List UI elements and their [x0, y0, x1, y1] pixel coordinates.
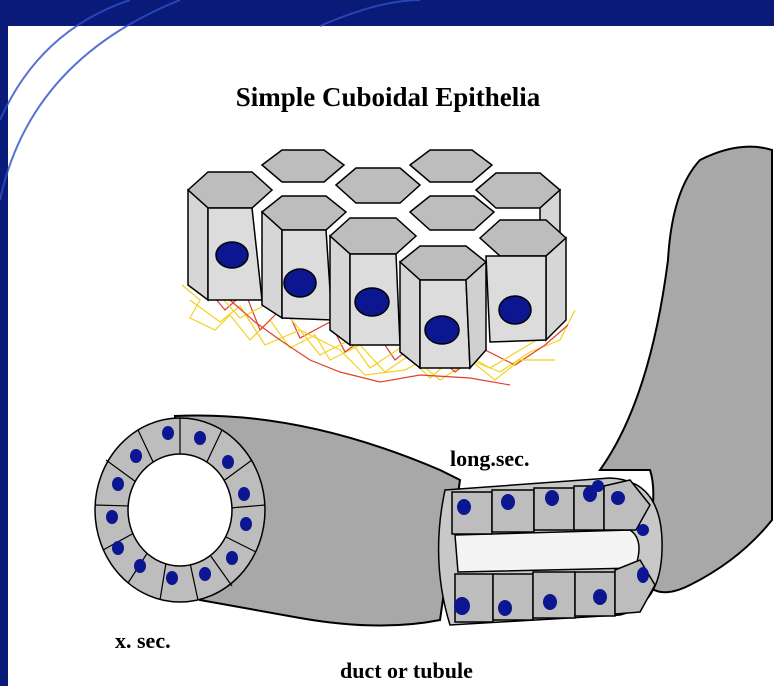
cell: [410, 150, 492, 182]
label-long-section: long.sec.: [450, 446, 529, 471]
arc-decoration: [0, 0, 180, 200]
cell: [400, 246, 486, 368]
cell: [410, 196, 494, 230]
label-duct: duct or tubule: [340, 658, 473, 683]
cell: [188, 172, 272, 300]
cell: [480, 220, 566, 342]
arc-decoration: [320, 0, 420, 26]
cross-section: [95, 418, 265, 602]
longitudinal-section: [439, 478, 663, 625]
diagram-title: Simple Cuboidal Epithelia: [236, 82, 541, 112]
label-cross-section: x. sec.: [115, 628, 171, 653]
cuboidal-cell-sheet: [188, 150, 566, 368]
arc-decoration: [0, 0, 130, 120]
cell: [262, 150, 344, 182]
cell: [336, 168, 420, 203]
